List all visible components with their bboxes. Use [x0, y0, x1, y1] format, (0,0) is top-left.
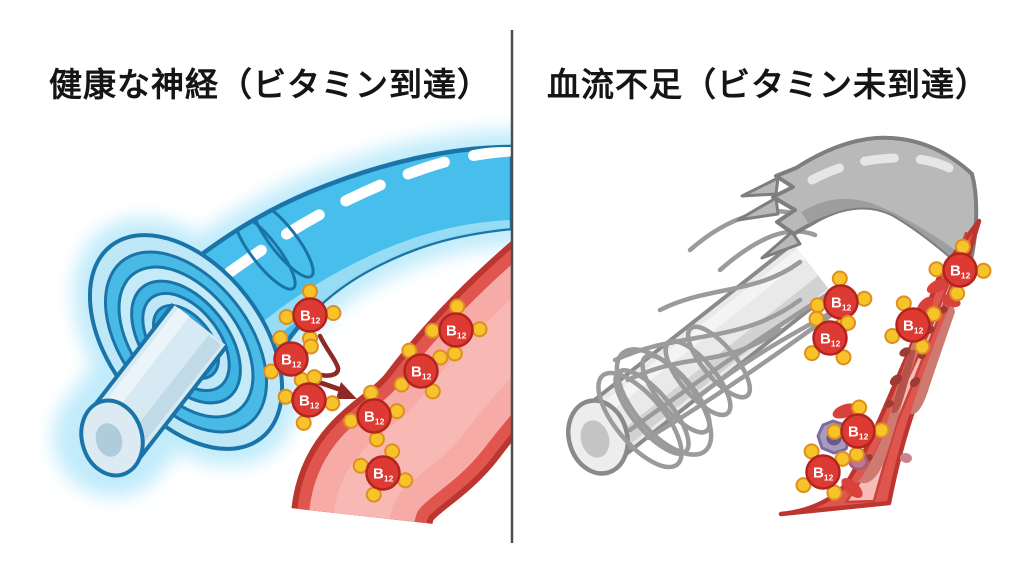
b12-ligand-dot: [834, 450, 851, 467]
b12-body: [291, 382, 327, 418]
b12-ligand-dot: [446, 345, 463, 362]
b12-ligand-dot: [471, 321, 488, 338]
b12-ligand-dot: [424, 322, 441, 339]
b12-ligand-dot: [928, 261, 945, 278]
b12-ligand-dot: [795, 477, 812, 494]
b12-molecule: B12: [795, 443, 851, 501]
b12-ligand-dot: [277, 388, 294, 405]
b12-ligand-dot: [302, 283, 318, 300]
b12-body: [403, 353, 439, 389]
torn-spike: [740, 176, 780, 198]
b12-ligand-dot: [835, 349, 852, 366]
b12-ligand-dot: [393, 376, 410, 393]
axon: [79, 302, 229, 478]
b12-label: B12: [281, 352, 302, 370]
b12-body: [942, 252, 978, 288]
b12-body: [365, 455, 401, 491]
b12-body: [356, 398, 392, 434]
b12-molecule: B12: [804, 310, 856, 366]
b12-ligand-dot: [278, 309, 295, 325]
b12-ligand-dot: [954, 238, 971, 255]
b12-ligand-dot: [831, 270, 848, 287]
b12-ligand-dot: [343, 412, 359, 429]
b12-ligand-dot: [325, 305, 342, 321]
arrowhead: [336, 382, 357, 399]
b12-molecule: B12: [277, 369, 341, 431]
b12-label: B12: [373, 466, 394, 484]
b12-molecule: B12: [884, 295, 942, 355]
b12-ligand-dot: [840, 314, 856, 331]
b12-molecule: B12: [263, 330, 319, 388]
b12-label: B12: [813, 465, 834, 483]
b12-ligand-dot: [263, 363, 280, 380]
b12-ligand-dot: [449, 298, 466, 315]
b12-ligand-dot: [809, 297, 826, 314]
b12-ligand-dot: [848, 446, 865, 463]
b12-body: [840, 413, 876, 449]
torn-spike: [760, 230, 802, 260]
damaged-nerve: [566, 135, 979, 476]
torn-spike: [736, 196, 780, 222]
b12-ligand-dot: [295, 414, 312, 431]
b12-ligand-dot: [401, 342, 418, 359]
healthy-nerve: [79, 144, 511, 478]
b12-ligand-dot: [389, 403, 405, 420]
b12-label: B12: [299, 393, 320, 411]
b12-label: B12: [446, 323, 467, 341]
b12-label: B12: [820, 331, 841, 349]
b12-body: [438, 312, 474, 348]
b12-molecule: B12: [424, 298, 488, 362]
sheath-highlight-dashes: [224, 147, 511, 278]
b12-label: B12: [903, 318, 924, 336]
b12-ligand-dot: [975, 262, 992, 279]
b12-molecule: B12: [343, 384, 405, 448]
b12-body: [823, 284, 859, 320]
axon-core: [580, 420, 610, 458]
b12-molecule: B12: [826, 399, 890, 463]
b12-ligand-dot: [851, 399, 868, 416]
b12-molecule: B12: [393, 342, 449, 400]
b12-ligand-dot: [324, 395, 341, 412]
b12-ligand-dot: [306, 369, 323, 386]
b12-body: [812, 320, 848, 356]
b12-body: [292, 297, 328, 333]
b12-molecule: B12: [352, 443, 414, 503]
sheath-highlight-dashes: [807, 153, 970, 185]
b12-ligand-dot: [368, 431, 385, 448]
b12-body: [273, 341, 309, 377]
b12-ligand-dot: [826, 423, 843, 440]
b12-molecule: B12: [928, 238, 992, 302]
b12-ligand-dot: [949, 285, 966, 302]
b12-ligand-dot: [363, 384, 380, 401]
b12-body: [805, 454, 841, 490]
b12-label: B12: [848, 424, 869, 442]
b12-ligand-dot: [804, 345, 820, 362]
b12-ligand-dot: [808, 310, 825, 327]
b12-label: B12: [364, 409, 385, 427]
b12-label: B12: [831, 295, 852, 313]
b12-label: B12: [300, 308, 321, 326]
b12-ligand-dot: [856, 290, 873, 307]
b12-ligand-dot: [873, 422, 890, 439]
b12-ligand-dot: [302, 338, 319, 355]
red-blood-cell: [926, 278, 950, 294]
b12-ligand-dot: [432, 349, 449, 366]
b12-ligand-dot: [424, 383, 441, 400]
b12-label: B12: [411, 364, 432, 382]
platelet-cell: [900, 452, 912, 464]
b12-body: [895, 307, 931, 343]
red-blood-cell: [841, 478, 863, 498]
b12-label: B12: [950, 263, 971, 281]
axon-core: [95, 423, 123, 457]
